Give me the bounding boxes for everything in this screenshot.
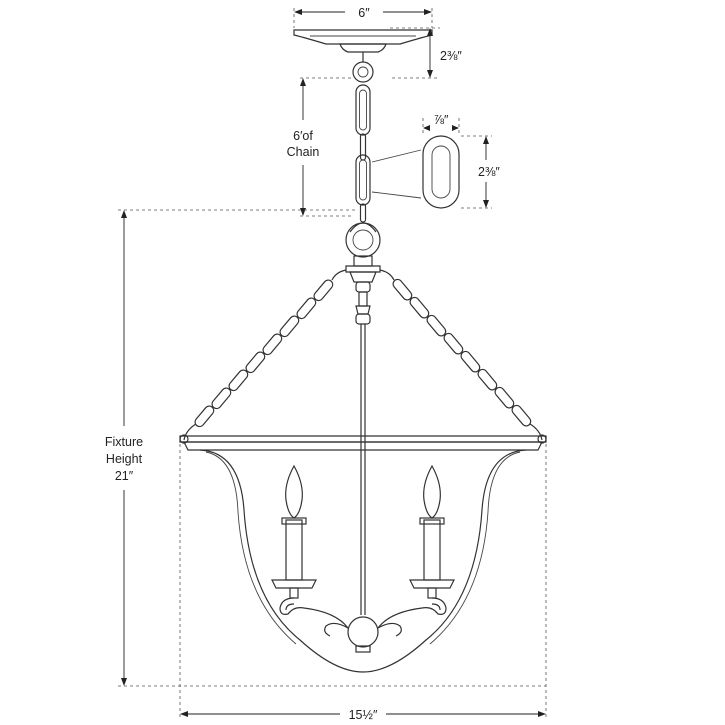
canopy-height-dimension: 2⅜″ [390,27,462,79]
left-candle [271,464,317,599]
chain-link-detail [371,135,460,209]
canopy-width-dimension: 6″ [293,6,433,28]
lantern-fixture [179,222,547,673]
left-support-chain [183,279,334,441]
fixture-height-label-line2: Height [106,452,143,466]
link-width-dimension: ⅞″ [422,113,460,134]
fixture-height-dimension: Fixture Height 21″ [105,209,546,687]
fixture-height-label-line3: 21″ [115,469,134,483]
right-support-chain [392,278,543,441]
link-height-label: 2⅜″ [478,165,500,179]
hanging-chain [352,52,374,223]
chain-length-label-line1: 6′of [293,129,313,143]
link-width-label: ⅞″ [434,113,449,127]
link-height-dimension: 2⅜″ [461,135,500,209]
ceiling-canopy [293,29,433,53]
right-candle [409,464,455,599]
scroll-arms [279,597,447,653]
fixture-width-label: 15½″ [349,708,378,722]
canopy-height-label: 2⅜″ [440,49,462,63]
canopy-width-label: 6″ [358,6,370,20]
fixture-height-label-line1: Fixture [105,435,143,449]
fixture-width-dimension: 15½″ [179,444,547,722]
chain-length-dimension: 6′of Chain [287,77,352,217]
chain-length-label-line2: Chain [287,145,320,159]
